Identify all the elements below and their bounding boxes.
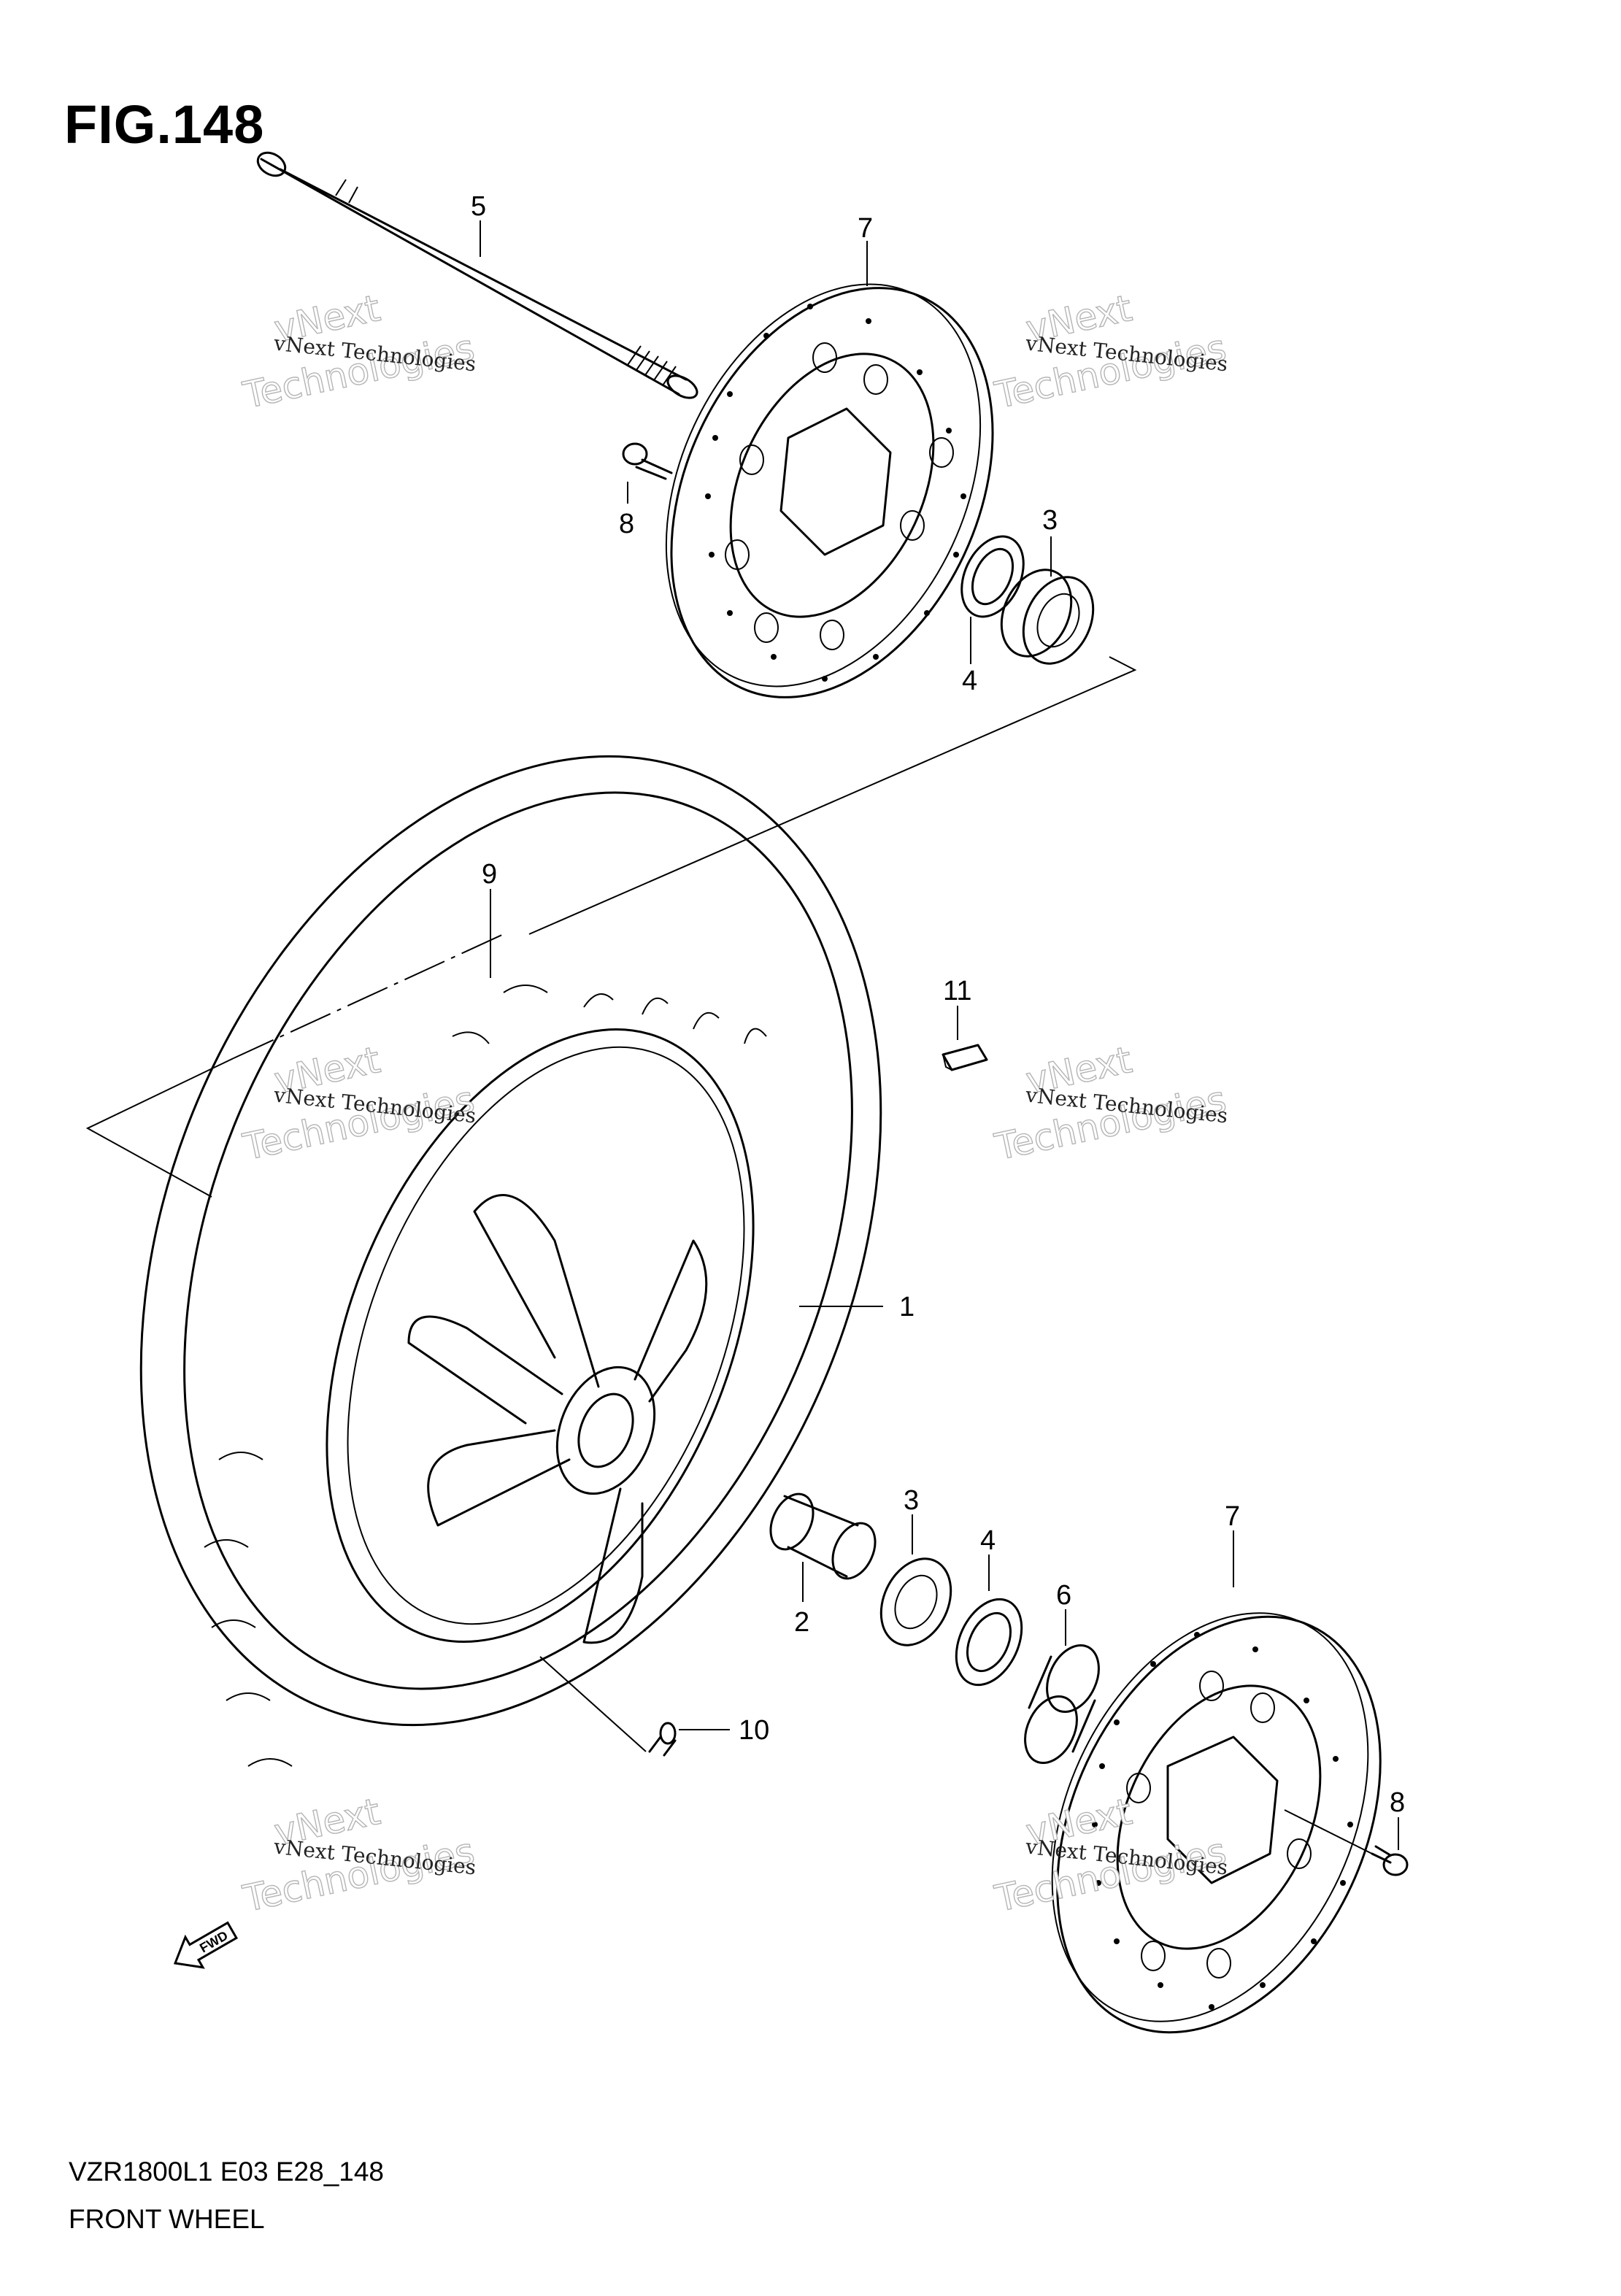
callout-1: 1 [899, 1292, 915, 1322]
bearing-lower [879, 1557, 952, 1646]
watermark-mid-left: vNext Technologies vNext Technologies [239, 1038, 479, 1168]
model-code: VZR1800L1 E03 E28_148 [69, 2157, 385, 2187]
disc-bolt-lower [1284, 1809, 1409, 1876]
wheel-spacer [769, 1492, 877, 1580]
callout-4-upper: 4 [962, 666, 977, 696]
leader-lines [480, 220, 1399, 1850]
callout-8-upper: 8 [619, 509, 634, 539]
callout-numbers: 5 7 8 3 4 9 11 1 3 4 6 2 10 7 8 [471, 191, 1405, 1818]
callout-6: 6 [1056, 1580, 1071, 1611]
callout-5: 5 [471, 191, 486, 222]
front-wheel-rim [326, 1028, 755, 1644]
callout-8-lower: 8 [1390, 1787, 1405, 1818]
callout-2: 2 [794, 1607, 809, 1638]
bearing-upper [1000, 569, 1095, 665]
front-axle [256, 151, 698, 399]
callout-3-lower: 3 [904, 1485, 919, 1516]
watermark-bottom-right: vNext Technologies vNext Technologies [990, 1790, 1231, 1920]
callout-10: 10 [739, 1715, 769, 1746]
brake-disc-lower [1051, 1612, 1382, 2034]
assembly-frame-lines [85, 656, 1137, 1198]
callout-9: 9 [482, 859, 497, 890]
watermark-mid-right: vNext Technologies vNext Technologies [990, 1038, 1231, 1168]
dust-seal-upper [960, 535, 1025, 618]
figure-title: FIG.148 [64, 94, 265, 155]
watermark-top-left: vNext Technologies vNext Technologies [239, 286, 479, 417]
figure-name: FRONT WHEEL [69, 2204, 265, 2234]
collar [1024, 1644, 1100, 1765]
fwd-arrow-icon: FWD [173, 1921, 238, 1969]
callout-7-lower: 7 [1225, 1501, 1240, 1532]
watermark-bottom-left: vNext Technologies vNext Technologies [239, 1790, 479, 1920]
front-tire [139, 755, 882, 1767]
callout-7-upper: 7 [858, 213, 873, 244]
brake-disc-upper [665, 283, 994, 698]
callout-3-upper: 3 [1042, 505, 1058, 536]
watermark-top-right: vNext Technologies vNext Technologies [990, 286, 1231, 417]
callout-4-lower: 4 [980, 1525, 996, 1556]
tire-valve [539, 1656, 677, 1757]
callout-11: 11 [943, 976, 971, 1006]
balance-weight [942, 1044, 988, 1071]
disc-bolt-upper [622, 442, 673, 480]
dust-seal-lower [955, 1598, 1023, 1687]
